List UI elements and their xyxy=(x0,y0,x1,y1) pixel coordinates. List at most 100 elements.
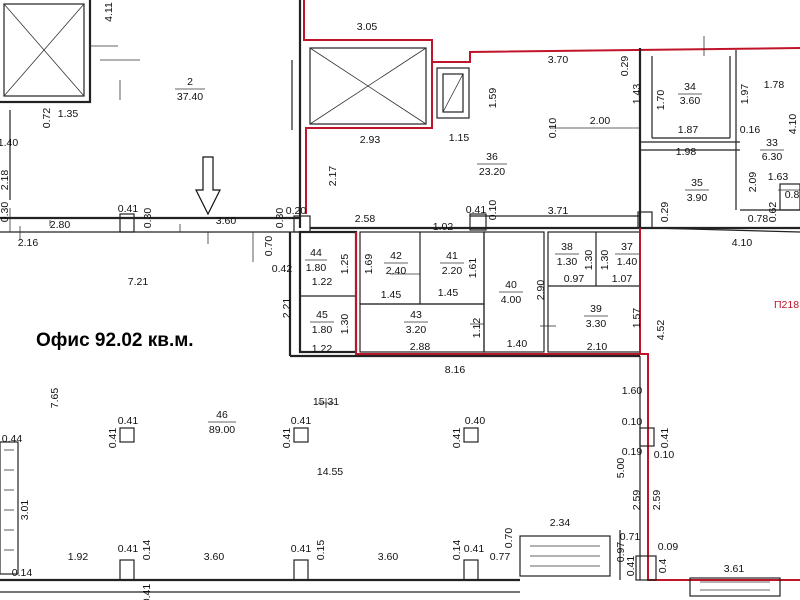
dim: 0.29 xyxy=(619,56,631,77)
dim: 1.78 xyxy=(764,79,785,91)
left-horizontal-wall xyxy=(0,110,300,262)
dim: 0.15 xyxy=(315,540,327,561)
dim: 3.60 xyxy=(204,551,225,563)
room-42-num: 42 xyxy=(390,250,402,262)
dim: 1.40 xyxy=(0,137,18,149)
dim: 1.22 xyxy=(312,343,333,355)
dim: 0.09 xyxy=(658,541,679,553)
dim: 2.90 xyxy=(535,280,547,301)
room-44-area: 1.80 xyxy=(306,262,327,274)
dim: 0.41 xyxy=(118,543,139,555)
dim: 1.98 xyxy=(676,146,697,158)
dim: 0.41 xyxy=(659,428,671,449)
arrow-marker xyxy=(195,156,221,216)
dim: 2.16 xyxy=(18,237,39,249)
dim: 1.25 xyxy=(339,254,351,275)
room-35-area: 3.90 xyxy=(687,192,708,204)
dim: 0.14 xyxy=(12,567,33,579)
dim: 1.97 xyxy=(739,84,751,105)
dim: 1.70 xyxy=(655,90,667,111)
room-38-num: 38 xyxy=(561,241,573,253)
dim: 0.72 xyxy=(41,108,53,129)
right-horizontal-wall xyxy=(310,213,800,233)
room-43-num: 43 xyxy=(410,309,422,321)
dim: 1.61 xyxy=(467,258,479,279)
dim: 15.31 xyxy=(313,396,339,408)
dim: 1.69 xyxy=(363,254,375,275)
office-area-label: Офис 92.02 кв.м. xyxy=(36,330,194,351)
dim: 4.10 xyxy=(732,237,753,249)
room-33-area: 6.30 xyxy=(762,151,783,163)
dim: 2.18 xyxy=(0,170,11,191)
room-2-area: 37.40 xyxy=(177,91,203,103)
dim: 1.07 xyxy=(612,273,633,285)
room-2-num: 2 xyxy=(187,76,193,88)
dim: 2.21 xyxy=(281,298,293,319)
dim: 0.41 xyxy=(451,428,463,449)
dim: 0.41 xyxy=(464,543,485,555)
dim: 0.70 xyxy=(263,236,275,257)
room-39-num: 39 xyxy=(590,303,602,315)
dim: 2.59 xyxy=(651,490,663,511)
dim: 7.21 xyxy=(128,276,149,288)
top-middle-shaft xyxy=(303,0,470,214)
room-37-area: 1.40 xyxy=(617,256,638,268)
dim: 0.41 xyxy=(281,428,293,449)
dim: 0.19 xyxy=(622,446,643,458)
dim: 4.10 xyxy=(787,114,799,135)
dim: 0.14 xyxy=(141,540,153,561)
dim: 4.52 xyxy=(655,320,667,341)
room-45-num: 45 xyxy=(316,309,328,321)
dim: 0.16 xyxy=(740,124,761,136)
dim: 1.63 xyxy=(768,171,789,183)
dim: 5.00 xyxy=(615,458,627,479)
dim: 0.41 xyxy=(141,584,153,600)
dim: 0.20 xyxy=(286,205,307,217)
dim: 1.30 xyxy=(583,250,595,271)
office-red-outline xyxy=(355,228,800,581)
lower-wall-and-windows xyxy=(0,354,781,597)
dim: 2.00 xyxy=(590,115,611,127)
room-42-area: 2.40 xyxy=(386,265,407,277)
dim: 0.62 xyxy=(767,202,779,223)
dim: 0.14 xyxy=(451,540,463,561)
room-46-num: 46 xyxy=(216,409,228,421)
room-40-area: 4.00 xyxy=(501,294,522,306)
room-43-area: 3.20 xyxy=(406,324,427,336)
dim: 2.58 xyxy=(355,213,376,225)
room-34-num: 34 xyxy=(684,81,696,93)
room-37-num: 37 xyxy=(621,241,633,253)
room-34-area: 3.60 xyxy=(680,95,701,107)
room-35-num: 35 xyxy=(691,177,703,189)
dim: 2.88 xyxy=(410,341,431,353)
dim: 3.05 xyxy=(357,21,378,33)
room-33-num: 33 xyxy=(766,137,778,149)
dim: 0.70 xyxy=(503,528,515,549)
dim: 0.97 xyxy=(615,542,627,563)
labels: 2 37.40 36 23.20 34 3.60 33 6.30 35 3.90… xyxy=(36,76,799,436)
dim: 0.42 xyxy=(272,263,293,275)
dim: 1.57 xyxy=(631,308,643,329)
dim: 0.29 xyxy=(659,202,671,223)
dim: 1.59 xyxy=(487,88,499,109)
dim: 3.01 xyxy=(19,500,31,521)
dim: 0.41 xyxy=(118,415,139,427)
dim: 0.97 xyxy=(564,273,585,285)
dim: 3.60 xyxy=(216,215,237,227)
dim: 0.41 xyxy=(625,556,637,577)
dim: 1.45 xyxy=(438,287,459,299)
room-36-num: 36 xyxy=(486,151,498,163)
room-44-num: 44 xyxy=(310,247,322,259)
room-41-area: 2.20 xyxy=(442,265,463,277)
dim: 0.41 xyxy=(291,415,312,427)
dim: 0.41 xyxy=(107,428,119,449)
dim: 1.87 xyxy=(678,124,699,136)
dim: 1.30 xyxy=(599,250,611,271)
dim: 1.43 xyxy=(631,84,643,105)
dim: 14.55 xyxy=(317,466,343,478)
dim: 1.22 xyxy=(312,276,333,288)
dim: 2.80 xyxy=(50,219,71,231)
dim: 4.11 xyxy=(103,2,115,22)
room-40-num: 40 xyxy=(505,279,517,291)
